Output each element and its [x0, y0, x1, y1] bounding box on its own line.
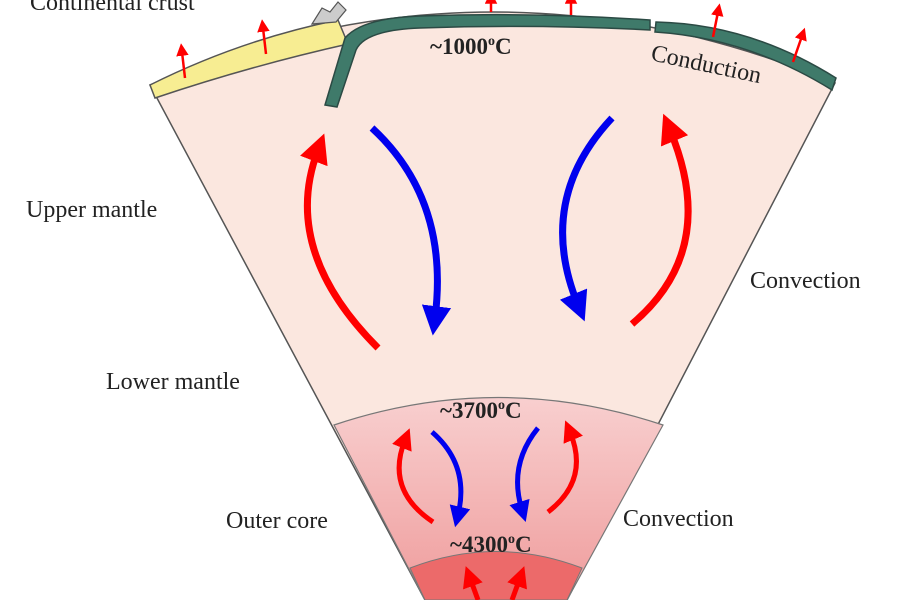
red-upward-arrow-icon [791, 27, 807, 63]
red-upward-arrow-icon [463, 566, 483, 600]
red-upward-arrow-icon [392, 428, 435, 525]
temperature-label-inner-core-boundary: ~4300oC [450, 532, 532, 557]
heat-flow-arrows [176, 0, 807, 79]
temperature-label-crust: ~1000oC [430, 34, 512, 59]
temperature-label-core-mantle-boundary: ~3700oC [440, 398, 522, 423]
lower-mantle-label: Lower mantle [106, 369, 240, 395]
oceanic-plate-left [324, 13, 651, 108]
blue-downward-arrow-icon [559, 115, 615, 322]
blue-downward-arrow-icon [430, 430, 471, 528]
red-upward-arrow-icon [300, 133, 381, 351]
blue-downward-arrow-icon [369, 125, 452, 336]
oceanic-plate-right [654, 21, 837, 92]
mantle-convection-arrows [300, 113, 692, 351]
volcano-icon [310, 1, 347, 25]
core-convection-arrows [392, 420, 583, 600]
outer-core-label: Outer core [226, 508, 328, 534]
blue-downward-arrow-icon [509, 426, 540, 523]
upper-mantle-label: Upper mantle [26, 197, 157, 223]
mantle-convection-label: Convection [750, 268, 861, 294]
red-upward-arrow-icon [257, 19, 270, 55]
red-upward-arrow-icon [629, 113, 692, 327]
red-upward-arrow-icon [711, 3, 724, 38]
outer-core-region [333, 396, 664, 600]
inner-core-region [409, 551, 583, 600]
red-upward-arrow-icon [507, 566, 527, 600]
continental-crust-label: Continental crust [30, 0, 195, 16]
red-upward-arrow-icon [546, 420, 583, 514]
core-convection-label: Convection [623, 506, 734, 532]
red-upward-arrow-icon [176, 43, 189, 79]
